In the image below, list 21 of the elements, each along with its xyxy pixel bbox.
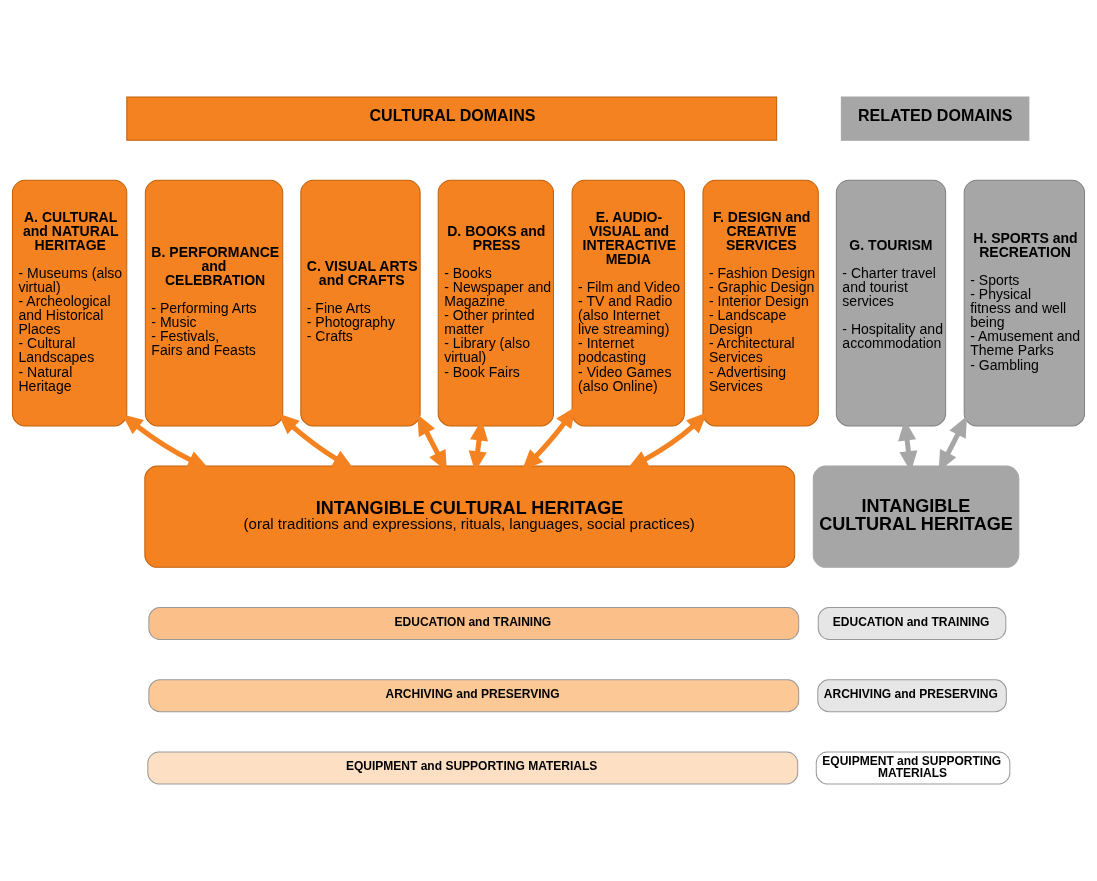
node-box: A. CULTURAL and NATURAL HERITAGE - Museums (also virtual) - Archeological and Historical Places - Cultural Landscapes - Natural Heritage xyxy=(11,179,128,427)
arrow xyxy=(121,414,209,469)
node-box: F. DESIGN and CREATIVE SERVICES - Fashion Design - Graphic Design - Interior Design - Landscape Design - Architectural Services - Advertising Services xyxy=(702,179,819,427)
node-box: INTANGIBLE CULTURAL HERITAGE xyxy=(812,465,1020,568)
node-box: INTANGIBLE CULTURAL HERITAGE (oral traditions and expressions, rituals, languages, social practices) xyxy=(144,465,796,568)
node-box: E. AUDIO-VISUAL and INTERACTIVE MEDIA - Film and Video - TV and Radio (also Internet live streaming) - Internet podcasting - Video Games (also Online) xyxy=(571,179,685,427)
node-box: EDUCATION and TRAINING xyxy=(148,607,800,641)
arrow xyxy=(627,412,708,469)
node-box: H. SPORTS and RECREATION - Sports - Physical fitness and well being - Amusement and Theme Parks - Gambling xyxy=(963,179,1086,427)
node-box: D. BOOKS and PRESS - Books - Newspaper and Magazine - Other printed matter - Library (also virtual) - Book Fairs xyxy=(437,179,554,427)
node-box: EQUIPMENT and SUPPORTING MATERIALS xyxy=(147,751,799,785)
node-box: B. PERFORMANCE and CELEBRATION - Performing Arts - Music - Festivals, Fairs and Feasts xyxy=(144,179,284,427)
node-box: RELATED DOMAINS xyxy=(840,96,1030,141)
node-box: EQUIPMENT and SUPPORTING MATERIALS xyxy=(815,751,1011,785)
node-box: G. TOURISM - Charter travel and tourist services - Hospitality and accommodation xyxy=(835,179,947,427)
node-box: ARCHIVING and PRESERVING xyxy=(148,679,800,713)
node-box: C. VISUAL ARTS and CRAFTS - Fine Arts - Photography - Crafts xyxy=(300,179,421,427)
node-box: CULTURAL DOMAINS xyxy=(126,96,778,141)
arrow xyxy=(278,413,354,470)
node-box: ARCHIVING and PRESERVING xyxy=(817,679,1007,713)
node-box: EDUCATION and TRAINING xyxy=(817,607,1007,641)
